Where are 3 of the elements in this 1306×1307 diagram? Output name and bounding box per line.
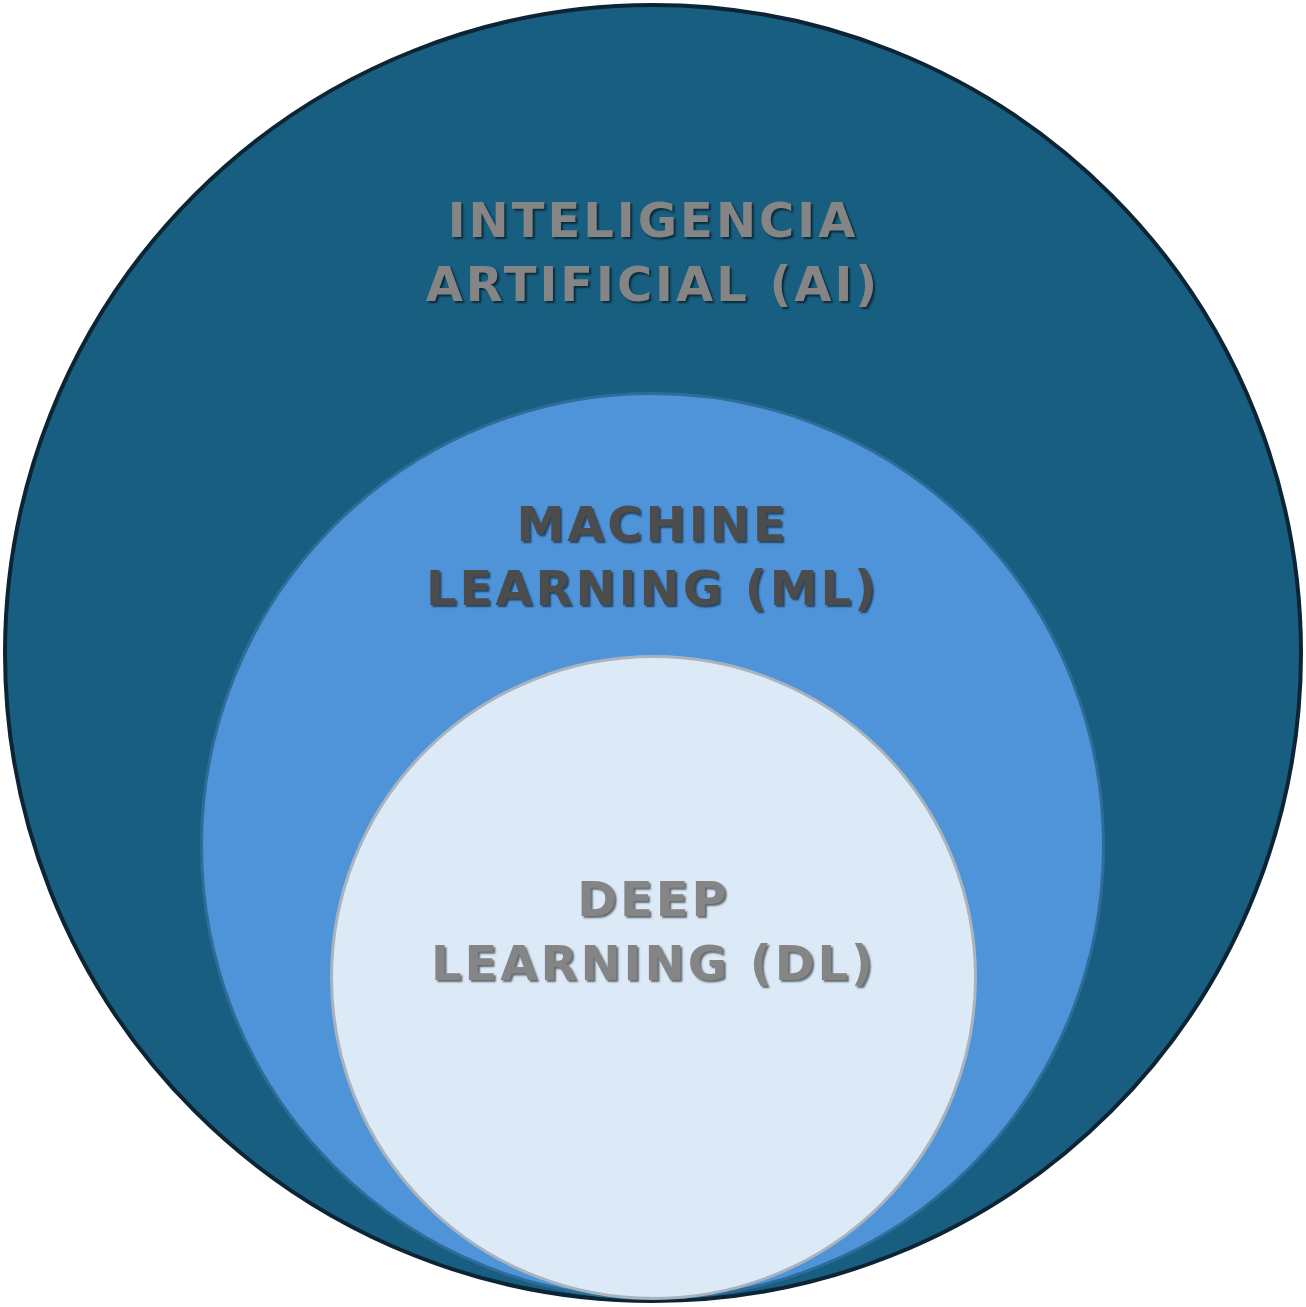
circle-label: DEEP LEARNING (DL) bbox=[429, 870, 878, 993]
circle-label: MACHINE LEARNING (ML) bbox=[425, 495, 880, 618]
circle-label: INTELIGENCIA ARTIFICIAL (AI) bbox=[424, 191, 882, 314]
